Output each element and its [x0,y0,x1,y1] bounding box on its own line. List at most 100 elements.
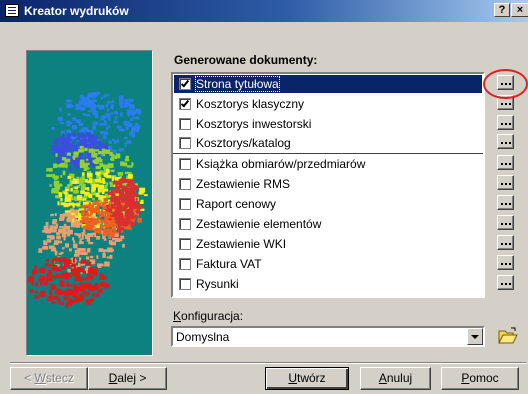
illustration-speckle [105,131,108,134]
illustration-speckle [56,232,60,236]
illustration-speckle [82,287,86,290]
illustration-speckle [76,176,80,180]
illustration-speckle [58,291,64,295]
document-checkbox[interactable] [179,278,191,290]
document-checkbox[interactable] [179,78,191,90]
illustration-speckle [124,171,130,175]
illustration-speckle [100,282,106,287]
illustration-speckle [77,248,83,252]
illustration-speckle [76,138,81,142]
title-bar[interactable]: Kreator wydruków ? × [0,0,528,22]
options-button[interactable] [497,235,514,250]
options-button[interactable] [497,175,514,190]
illustration-speckle [78,144,82,147]
illustration-speckle [86,215,91,221]
illustration-speckle [79,182,83,186]
options-button[interactable] [497,155,514,170]
illustration-speckle [132,206,138,209]
illustration-speckle [134,127,140,133]
illustration-speckle [83,97,89,101]
document-checkbox[interactable] [179,198,191,210]
document-item[interactable]: Strona tytułowa [174,75,482,93]
document-item[interactable]: Kosztorys klasyczny [174,95,482,113]
options-button[interactable] [497,215,514,230]
options-button[interactable] [497,275,514,290]
document-label: Książka obmiarów/przedmiarów [196,157,366,171]
illustration-speckle [92,163,96,168]
illustration-speckle [74,276,80,281]
document-item[interactable]: Zestawienie RMS [174,175,482,193]
document-checkbox[interactable] [179,238,191,250]
open-folder-icon[interactable] [498,327,518,345]
illustration-speckle [50,213,54,217]
illustration-speckle [99,274,102,280]
configuration-combobox[interactable]: Domyslna [171,326,485,347]
illustration-speckle [81,210,86,214]
back-button[interactable]: < Wstecz [10,367,88,390]
options-button[interactable] [497,195,514,210]
document-checkbox[interactable] [179,137,191,149]
options-button[interactable] [497,134,514,149]
illustration-speckle [81,283,85,288]
options-button[interactable] [497,255,514,270]
options-button[interactable] [497,115,514,130]
illustration-speckle [123,204,130,208]
close-button[interactable]: × [511,3,528,17]
document-item[interactable]: Zestawienie WKI [174,235,482,253]
illustration-speckle [70,302,73,305]
illustration-speckle [111,176,115,181]
illustration-speckle [59,280,64,284]
illustration-speckle [135,197,138,202]
document-checkbox[interactable] [179,178,191,190]
document-item[interactable]: Książka obmiarów/przedmiarów [174,155,482,173]
illustration-speckle [82,219,86,223]
illustration-speckle [85,114,91,117]
illustration-speckle [115,208,121,214]
dropdown-arrow-button[interactable] [467,328,483,345]
help-dialog-button[interactable]: Pomoc [441,367,519,390]
document-item[interactable]: Kosztorys/katalog [174,134,482,152]
document-checkbox[interactable] [179,118,191,130]
document-item[interactable]: Raport cenowy [174,195,482,213]
illustration-speckle [80,288,85,292]
help-button[interactable]: ? [494,3,510,17]
cancel-button[interactable]: Anuluj [360,367,431,390]
document-item[interactable]: Zestawienie elementów [174,215,482,233]
illustration-speckle [89,259,96,265]
illustration-speckle [119,201,125,205]
illustration-speckle [67,214,72,220]
illustration-speckle [88,130,94,135]
illustration-speckle [50,247,57,252]
next-button[interactable]: Dalej > [88,367,167,390]
document-checkbox[interactable] [179,258,191,270]
illustration-speckle [81,248,86,252]
illustration-speckle [82,213,85,218]
illustration-speckle [122,243,125,248]
illustration-speckle [109,202,112,207]
document-item[interactable]: Faktura VAT [174,255,482,273]
document-checkbox[interactable] [179,158,191,170]
illustration-speckle [99,123,102,126]
illustration-speckle [81,142,87,148]
illustration-speckle [135,108,142,114]
illustration-speckle [63,191,66,195]
illustration-speckle [79,94,83,100]
documents-list[interactable]: Strona tytułowa Kosztorys klasyczny Kosz… [171,72,485,298]
illustration-speckle [60,251,64,254]
illustration-speckle [54,213,57,217]
document-item[interactable]: Kosztorys inwestorski [174,115,482,133]
document-checkbox[interactable] [179,218,191,230]
illustration-speckle [70,268,76,272]
document-item[interactable]: Rysunki [174,275,482,293]
ellipsis-icon [501,142,503,144]
illustration-speckle [110,169,115,173]
illustration-speckle [72,237,75,241]
illustration-speckle [42,230,48,233]
illustration-speckle [96,145,101,149]
illustration-speckle [45,228,52,234]
create-button[interactable]: Utwórz [265,367,349,390]
illustration-speckle [89,100,95,104]
illustration-speckle [128,198,132,203]
illustration-speckle [105,103,108,108]
document-checkbox[interactable] [179,98,191,110]
